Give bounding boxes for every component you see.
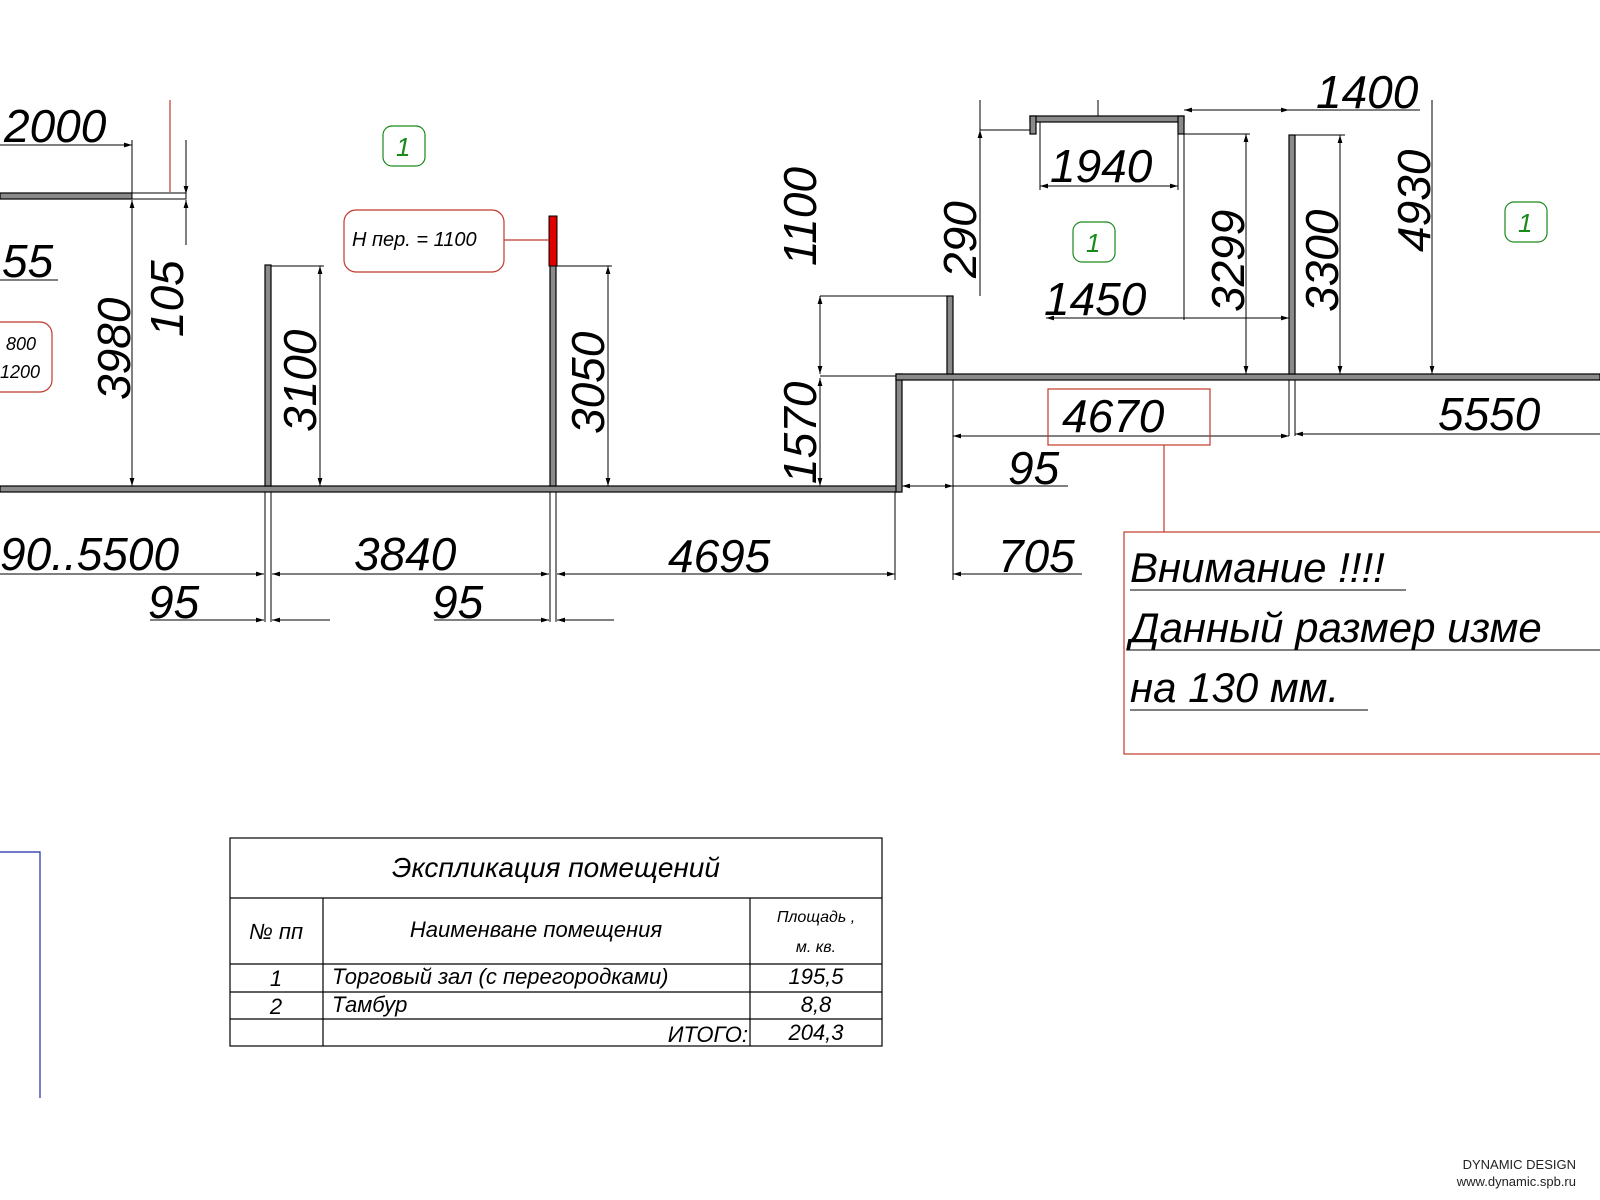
dim-1570: 1570 <box>774 381 826 484</box>
room-tag-box-3 <box>1504 201 1548 243</box>
room-tag-2: 1 <box>1086 228 1100 258</box>
room-tag-box-2 <box>1072 221 1116 263</box>
explication-table: Экспликация помещений № пп Наименване по… <box>229 837 883 1047</box>
table-row-1-name: Торговый зал (с перегородками) <box>332 964 669 989</box>
brand-footer: DYNAMIC DESIGN www.dynamic.spb.ru <box>1457 1156 1576 1190</box>
note-left-line2: 1200 <box>0 362 40 382</box>
wall-niche-right <box>1177 115 1185 135</box>
dim-1940: 1940 <box>1050 140 1153 192</box>
sheet-frame-fragment <box>0 851 41 1098</box>
dim-1450: 1450 <box>1044 273 1147 325</box>
dim-4695: 4695 <box>668 530 771 582</box>
dim-1400: 1400 <box>1316 66 1419 118</box>
table-header-area-2: м. кв. <box>796 939 836 956</box>
wall-step <box>895 373 903 493</box>
dim-4670: 4670 <box>1062 390 1165 442</box>
partition-3050 <box>549 264 557 487</box>
dim-3980: 3980 <box>88 297 140 400</box>
walls <box>0 115 1600 493</box>
room-tag-3: 1 <box>1518 208 1532 238</box>
dim-2000: 2000 <box>3 100 107 152</box>
warning-line3: на 130 мм. <box>1130 664 1339 711</box>
table-total-value: 204,3 <box>787 1020 844 1045</box>
dim-5550: 5550 <box>1438 388 1541 440</box>
brand-url: www.dynamic.spb.ru <box>1456 1174 1576 1189</box>
table-title: Экспликация помещений <box>392 852 720 883</box>
table-row-1-area: 195,5 <box>788 964 844 989</box>
room-tag-box-1 <box>382 125 426 167</box>
height-callout-box <box>343 209 505 273</box>
dim-1100: 1100 <box>774 167 826 266</box>
note-box-left <box>0 321 53 393</box>
wall-right <box>895 373 1600 381</box>
table-header-num: № пп <box>249 919 303 944</box>
wall-opening <box>131 192 187 200</box>
callouts: 800 1200 H пер. = 1100 1 1 1 Внимание !!… <box>0 125 1600 755</box>
warning-line1: Внимание !!!! <box>1130 544 1385 591</box>
table-row-1-num: 1 <box>270 966 282 991</box>
wall-right-vertical <box>1288 134 1296 375</box>
wall-bottom <box>0 485 901 493</box>
dimension-labels: 2000 55 105 3980 3100 3050 1100 1570 290… <box>0 66 1541 628</box>
dim-705: 705 <box>998 530 1075 582</box>
dim-290: 290 <box>934 201 986 279</box>
table-row-2-area: 8,8 <box>801 992 832 1017</box>
note-left-line1: 800 <box>6 334 36 354</box>
dim-95-bottom-a: 95 <box>148 576 200 628</box>
dim-4670-highlight <box>1047 388 1211 446</box>
dim-3300: 3300 <box>1296 209 1348 312</box>
warning-box <box>1123 531 1600 755</box>
height-callout-text: H пер. = 1100 <box>352 229 477 251</box>
wall-top-left <box>0 192 133 200</box>
warning-line2: Данный размер изме <box>1126 604 1542 651</box>
wall-niche-left <box>1029 115 1037 135</box>
wall-niche-top <box>1029 115 1185 123</box>
dim-90-5500: 90..5500 <box>0 528 179 580</box>
wall-stub-290 <box>946 295 954 375</box>
partition-low-red <box>548 215 558 267</box>
partition-3100 <box>264 264 272 487</box>
dim-3840: 3840 <box>354 528 457 580</box>
table-row-2-name: Тамбур <box>332 992 407 1017</box>
dim-55: 55 <box>2 235 54 287</box>
table-row-2-num: 2 <box>269 994 282 1019</box>
dim-95-right: 95 <box>1008 442 1060 494</box>
table-header-name: Наименване помещения <box>410 917 662 942</box>
dim-3299: 3299 <box>1202 210 1254 312</box>
brand-name: DYNAMIC DESIGN <box>1462 1157 1576 1172</box>
dim-95-bottom-b: 95 <box>432 576 484 628</box>
dim-105: 105 <box>141 260 193 337</box>
dim-3050: 3050 <box>562 331 614 434</box>
table-header-area-1: Площадь , <box>777 909 855 926</box>
dim-3100: 3100 <box>274 329 326 432</box>
dimension-lines <box>0 100 1600 623</box>
dim-4930: 4930 <box>1388 149 1440 252</box>
table-total-label: ИТОГО: <box>668 1022 748 1047</box>
room-tag-1: 1 <box>396 132 410 162</box>
